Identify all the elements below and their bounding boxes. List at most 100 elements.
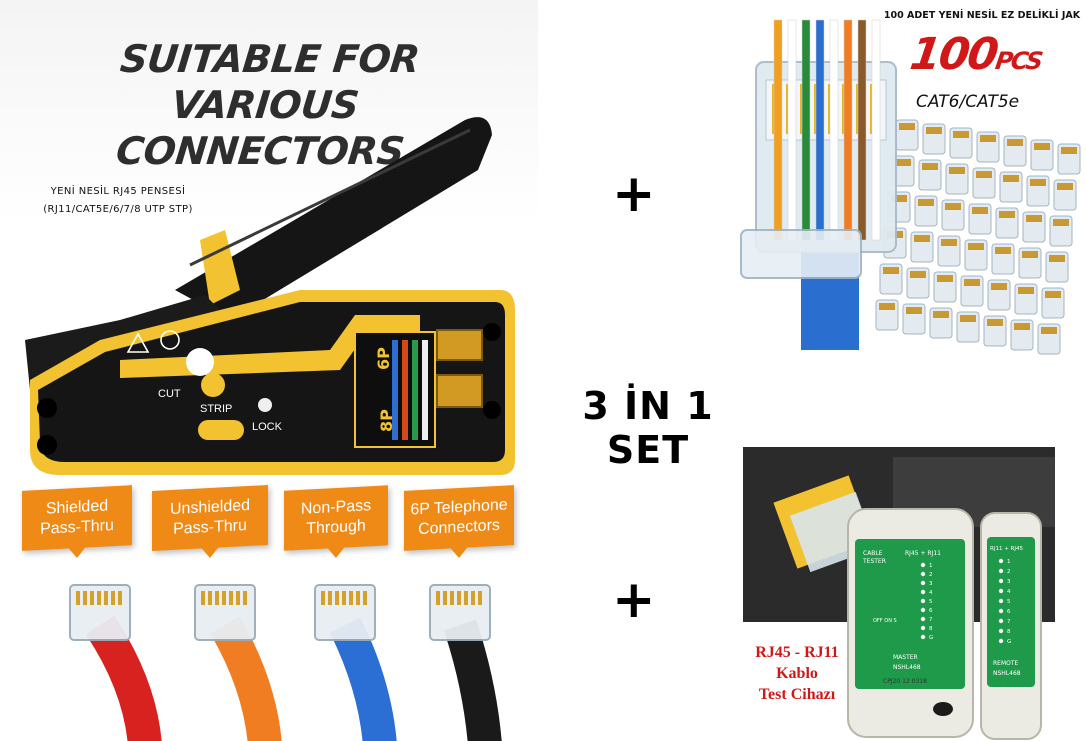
cable-with-connector (69, 584, 162, 741)
tool-label-strip: STRIP (200, 403, 232, 415)
connector-type-line2: Connectors (418, 516, 500, 539)
svg-text:REMOTE: REMOTE (993, 660, 1019, 667)
led-label: 4 (929, 590, 933, 596)
led-indicator (920, 571, 926, 577)
led-label: 7 (929, 617, 933, 623)
led-label: G (1007, 639, 1011, 645)
connector-pile (875, 119, 1081, 355)
cable-tester-image: CABLE TESTER RJ45 + RJ11 OFF ON S MASTER… (743, 447, 1055, 740)
tester-switch-label: OFF ON S (873, 618, 897, 624)
led-indicator (920, 580, 926, 586)
tester-main-name: MASTER (893, 654, 918, 661)
led-indicator (920, 589, 926, 595)
led-indicator (920, 562, 926, 568)
led-indicator (920, 607, 926, 613)
subtitle-line-1: YENİ NESİL RJ45 PENSESİ (50, 186, 186, 197)
led-indicator (920, 625, 926, 631)
led-label: 1 (1007, 559, 1011, 565)
led-indicator (920, 598, 926, 604)
plus-sign-bottom: + (612, 570, 656, 630)
tester-remote-model: NSHL468 (993, 670, 1021, 677)
svg-text:TESTER: TESTER (862, 558, 886, 565)
svg-text:RJ11 + RJ45: RJ11 + RJ45 (990, 546, 1023, 552)
tester-caption-line-1: RJ45 - RJ11 (755, 644, 839, 661)
led-label: 5 (929, 599, 933, 605)
led-indicator (998, 558, 1004, 564)
led-indicator (998, 598, 1004, 604)
tester-label-tester: TESTER (862, 558, 886, 565)
crimper-handle-grip (200, 230, 240, 305)
connectors-image (740, 19, 1081, 355)
tester-label-cable: CABLE (863, 550, 883, 557)
cables-image (69, 584, 502, 741)
led-label: 4 (1007, 589, 1011, 595)
tester-remote-label-panel (987, 537, 1035, 687)
led-indicator (998, 588, 1004, 594)
pcs-number: 100 (906, 29, 1000, 80)
led-label: 8 (929, 626, 933, 632)
pcs-unit: PCS (993, 47, 1044, 75)
tool-label-lock: LOCK (252, 421, 283, 433)
tester-serial: CPJ20 12 0318 (883, 678, 927, 685)
svg-text:NSHL468: NSHL468 (893, 664, 921, 671)
connector-type-line2: Pass-Thru (40, 517, 114, 538)
svg-text:RJ45 + RJ11: RJ45 + RJ11 (905, 550, 941, 557)
connector-type-line2: Through (306, 517, 366, 538)
tool-label-6p: 6P (374, 347, 393, 370)
set-label: 3 İN 1 SET (582, 384, 714, 472)
led-label: 3 (929, 581, 933, 587)
connectors-product-panel: 100 ADET YENİ NESİL EZ DELİKLİ JAK 100PC… (706, 0, 1086, 360)
tester-remote-leds: 1 2 3 4 5 6 7 8G (998, 558, 1011, 645)
led-label: 2 (929, 572, 933, 578)
svg-text:OFF ON S: OFF ON S (873, 618, 897, 624)
tool-label-8p: 8P (377, 409, 396, 432)
led-indicator (998, 608, 1004, 614)
led-indicator (998, 568, 1004, 574)
cable-with-connector (194, 584, 282, 741)
svg-text:CPJ20 12 0318: CPJ20 12 0318 (883, 678, 927, 685)
tool-label-cut: CUT (158, 388, 181, 400)
tester-main-label-panel (855, 539, 965, 689)
crimper-tool-image: CUT STRIP LOCK 8P 6P (25, 117, 515, 475)
led-label: 2 (1007, 569, 1011, 575)
tester-caption-line-2: Kablo (776, 665, 818, 682)
rj-port-bottom (436, 374, 483, 408)
pcs-count: 100PCS (906, 29, 1054, 86)
connectors-title: 100 ADET YENİ NESİL EZ DELİKLİ JAK (883, 10, 1081, 21)
crimper-handle (175, 117, 492, 320)
led-indicator (998, 618, 1004, 624)
led-label: G (929, 635, 933, 641)
crimper-subtitle: YENİ NESİL RJ45 PENSESİ (RJ11/CAT5E/6/7/… (18, 183, 218, 219)
svg-text:CABLE: CABLE (863, 550, 883, 557)
lock-button (258, 398, 272, 412)
led-label: 3 (1007, 579, 1011, 585)
led-indicator (920, 634, 926, 640)
led-label: 7 (1007, 619, 1011, 625)
tester-caption-line-3: Test Cihazı (758, 686, 836, 703)
tester-caption: RJ45 - RJ11 Kablo Test Cihazı (743, 642, 851, 705)
strip-button (198, 420, 244, 440)
cable-tester-product-panel: CABLE TESTER RJ45 + RJ11 OFF ON S MASTER… (743, 447, 1055, 741)
led-label: 5 (1007, 599, 1011, 605)
led-label: 1 (929, 563, 933, 569)
plus-sign-top: + (612, 164, 656, 224)
led-label: 6 (1007, 609, 1011, 615)
rj-port-top (436, 329, 483, 361)
cable-with-connector (314, 584, 397, 741)
cable-with-connector (429, 584, 502, 741)
svg-text:MASTER: MASTER (893, 654, 918, 661)
subtitle-line-2: (RJ11/CAT5E/6/7/8 UTP STP) (43, 204, 193, 215)
tester-remote-name: REMOTE (993, 660, 1019, 667)
warning-icon (126, 332, 150, 353)
connector-category: CAT6/CAT5e (916, 92, 1020, 112)
tester-main-model: NSHL468 (893, 664, 921, 671)
led-label: 8 (1007, 629, 1011, 635)
connector-type-line2: Pass-Thru (173, 517, 247, 538)
led-indicator (998, 628, 1004, 634)
emblem-icon (160, 330, 180, 350)
